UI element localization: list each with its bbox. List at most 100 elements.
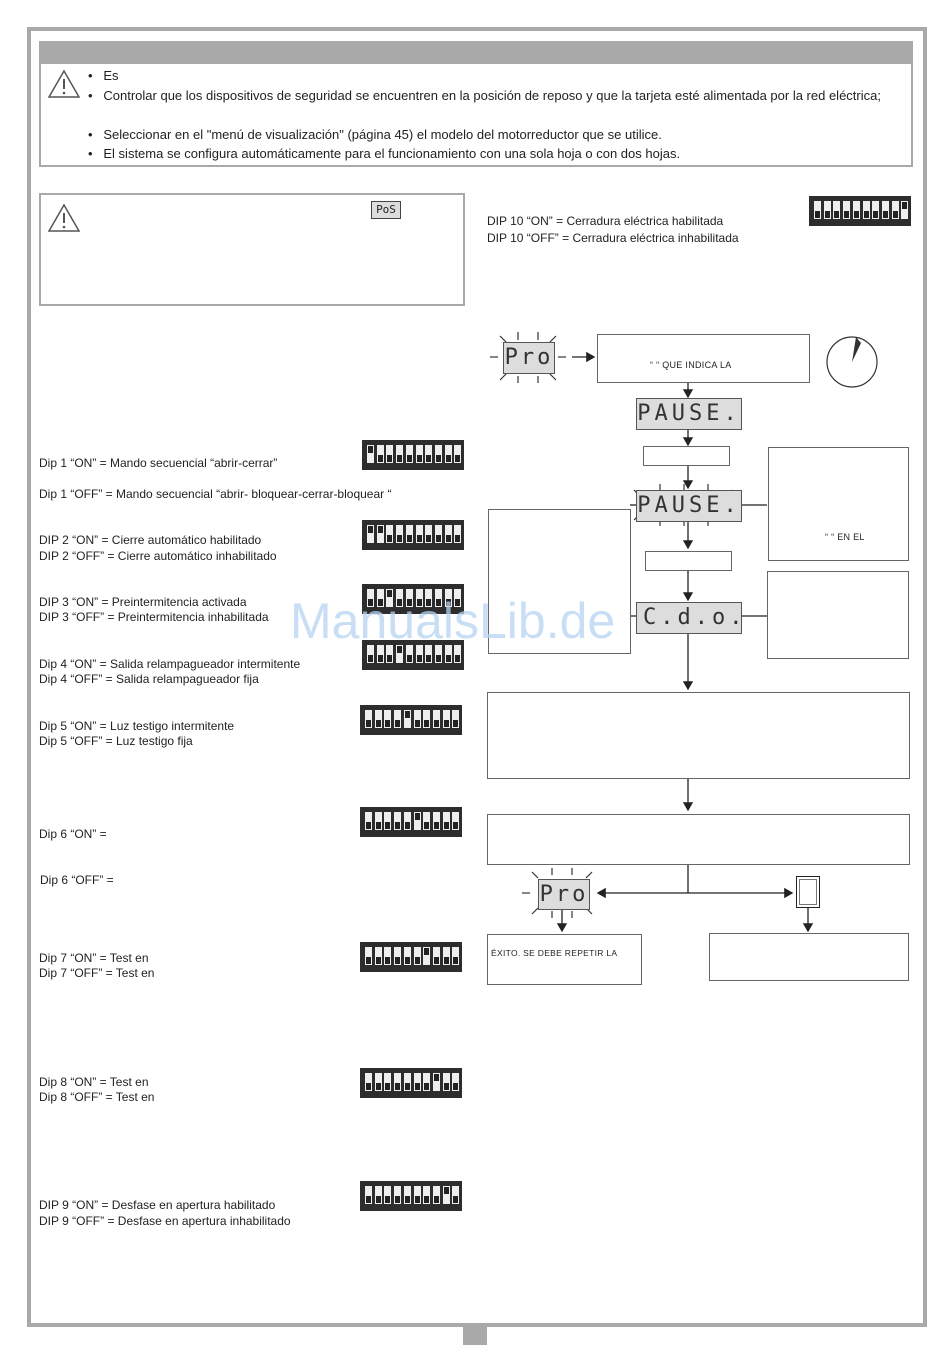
dip3-switch-bank [362, 584, 464, 614]
dip-switch-5 [403, 1186, 411, 1204]
flow-box-start: “ “ QUE INDICA LA [597, 334, 810, 383]
top-info-header-bar [41, 43, 911, 64]
dip-switch-knob [445, 455, 451, 462]
dip-switch-1 [365, 1186, 372, 1204]
flow-result-indicator-inner [799, 879, 817, 905]
dip-switch-1 [367, 589, 374, 607]
dip-switch-1 [365, 812, 372, 830]
dip-switch-knob [414, 720, 420, 727]
dip-switch-knob [377, 655, 383, 662]
dip-switch-knob [424, 822, 430, 829]
dip-switch-5 [852, 201, 860, 219]
dip-switch-7 [423, 1073, 431, 1091]
dip10-off-label: DIP 10 “OFF” = Cerradura eléctrica inhab… [487, 231, 739, 245]
dip-switch-10 [452, 947, 460, 965]
dip-switch-4 [396, 525, 404, 543]
dip-switch-knob [406, 655, 412, 662]
dip-switch-knob [375, 1196, 381, 1203]
dip-switch-9 [442, 1186, 450, 1204]
dip-switch-1 [367, 525, 374, 543]
dip-switch-3 [386, 525, 394, 543]
dip-switch-3 [833, 201, 841, 219]
dip-switch-knob [385, 1083, 391, 1090]
dip-switch-1 [365, 947, 372, 965]
dip-switch-knob [435, 655, 441, 662]
dip-switch-10 [452, 812, 460, 830]
dip-switch-7 [423, 947, 431, 965]
dip-switch-knob [435, 455, 441, 462]
dip-switch-knob [844, 211, 850, 218]
dip-switch-3 [384, 1186, 392, 1204]
pro-display-text: Pro [504, 345, 554, 370]
dip2-on-label: DIP 2 “ON” = Cierre automático habilitad… [39, 533, 262, 547]
dip-switch-5 [405, 445, 413, 463]
dip-switch-knob [455, 655, 461, 662]
dip-switch-2 [374, 1186, 382, 1204]
dip-switch-knob [375, 1083, 381, 1090]
flow-side-right-text: “ “ EN EL [825, 532, 865, 542]
dip-switch-1 [367, 445, 374, 463]
dip8-on-label: Dip 8 “ON” = Test en [39, 1075, 149, 1089]
dip-switch-knob [416, 655, 422, 662]
dip-switch-8 [434, 589, 442, 607]
dip-switch-3 [386, 645, 394, 663]
dip-switch-knob [426, 599, 432, 606]
dip-switch-8 [881, 201, 889, 219]
dip-switch-6 [413, 812, 421, 830]
dip-switch-6 [415, 589, 423, 607]
dip-switch-6 [413, 1073, 421, 1091]
dip-switch-knob [368, 446, 373, 453]
dip-switch-knob [387, 455, 393, 462]
dip-switch-knob [433, 1074, 439, 1081]
dip-switch-9 [444, 445, 452, 463]
dip-switch-knob [424, 1083, 430, 1090]
dip-switch-5 [403, 1073, 411, 1091]
dip-switch-knob [416, 535, 422, 542]
flow-box-start-text: “ “ QUE INDICA LA [650, 360, 732, 370]
dip-switch-4 [394, 1073, 402, 1091]
dip-switch-2 [374, 812, 382, 830]
dip-switch-knob [863, 211, 869, 218]
dip-switch-knob [433, 822, 439, 829]
dip-switch-8 [434, 645, 442, 663]
dip-switch-knob [424, 1196, 430, 1203]
warning-box: PoS [39, 193, 465, 306]
dip-switch-knob [397, 646, 403, 653]
dip-switch-2 [374, 710, 382, 728]
dip-switch-9 [442, 812, 450, 830]
dip-switch-4 [396, 589, 404, 607]
dip4-on-label: Dip 4 “ON” = Salida relampagueador inter… [39, 657, 301, 671]
dip-switch-knob [445, 535, 451, 542]
dip-switch-7 [425, 445, 433, 463]
dip-switch-3 [384, 947, 392, 965]
dip-switch-knob [873, 211, 879, 218]
dip-switch-knob [453, 1083, 459, 1090]
top-bullet-2: • Controlar que los dispositivos de segu… [88, 88, 881, 103]
dip9-off-label: DIP 9 “OFF” = Desfase en apertura inhabi… [39, 1214, 291, 1228]
dip-switch-10 [454, 445, 462, 463]
dip-switch-2 [376, 645, 384, 663]
dip-switch-knob [455, 455, 461, 462]
dip-switch-6 [415, 445, 423, 463]
dip-switch-7 [423, 812, 431, 830]
dip-switch-knob [433, 720, 439, 727]
dip-switch-2 [374, 1073, 382, 1091]
pause-display-text: PAUSE. [637, 401, 741, 426]
dip-switch-4 [396, 445, 404, 463]
dip3-off-label: DIP 3 “OFF” = Preintermitencia inhabilit… [39, 610, 269, 624]
dip-switch-9 [442, 710, 450, 728]
dip-switch-5 [405, 645, 413, 663]
dip-switch-knob [902, 202, 908, 209]
dip8-switch-bank [360, 1068, 462, 1098]
dip-switch-knob [453, 720, 459, 727]
dip-switch-6 [862, 201, 870, 219]
dip-switch-knob [416, 455, 422, 462]
dip-switch-9 [444, 525, 452, 543]
dip-switch-knob [395, 1196, 401, 1203]
dip-switch-9 [444, 645, 452, 663]
flow-box-bottom-left-text: ÉXITO. SE DEBE REPETIR LA [491, 948, 618, 958]
watermark: ManualsLib.de [290, 593, 616, 649]
top-info-box [39, 41, 913, 167]
dip-switch-6 [415, 645, 423, 663]
